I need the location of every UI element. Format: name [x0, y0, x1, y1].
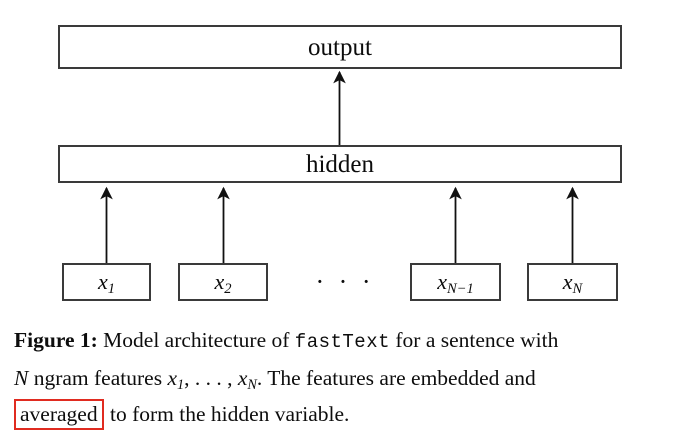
figure-number-label: Figure 1:	[14, 328, 98, 352]
caption-line-3: averaged to form the hidden variable.	[14, 396, 664, 432]
caption-line-2: N ngram features x1, . . . , xN. The fea…	[14, 360, 664, 396]
hidden-layer-box: hidden	[58, 145, 622, 183]
caption-text-embedded: . The features are embedded and	[256, 366, 536, 390]
highlighted-word-averaged: averaged	[14, 399, 104, 430]
ellipsis-separator: · · ·	[315, 267, 375, 296]
caption-var-xn: xN	[237, 366, 257, 393]
fasttext-term: fastText	[294, 331, 391, 353]
output-layer-box: output	[58, 25, 622, 69]
caption-var-x1: x1	[167, 366, 185, 393]
feature-label-xn-minus-1: xN−1	[437, 269, 474, 298]
feature-box-x1: x1	[62, 263, 151, 301]
feature-label-xn: xN	[562, 269, 583, 298]
feature-box-x2: x2	[178, 263, 268, 301]
hidden-layer-label: hidden	[305, 150, 375, 178]
caption-dots: , . . . ,	[184, 366, 238, 390]
caption-text-after-mono: for a sentence with	[390, 328, 559, 352]
architecture-diagram: output hidden x1 x2 xN−1 xN · · ·	[58, 25, 622, 301]
figure-caption: Figure 1: Model architecture of fastText…	[14, 322, 664, 432]
caption-text-ngram-features: ngram features	[28, 366, 168, 390]
output-layer-label: output	[308, 33, 372, 61]
caption-var-n: N	[14, 366, 29, 390]
caption-text-before-mono: Model architecture of	[97, 328, 295, 352]
caption-text-hidden-variable: to form the hidden variable.	[104, 402, 350, 426]
feature-box-xn-minus-1: xN−1	[410, 263, 501, 301]
feature-label-x1: x1	[97, 269, 116, 298]
feature-label-x2: x2	[214, 269, 232, 298]
feature-box-xn: xN	[527, 263, 618, 301]
caption-line-1: Figure 1: Model architecture of fastText…	[14, 322, 664, 360]
